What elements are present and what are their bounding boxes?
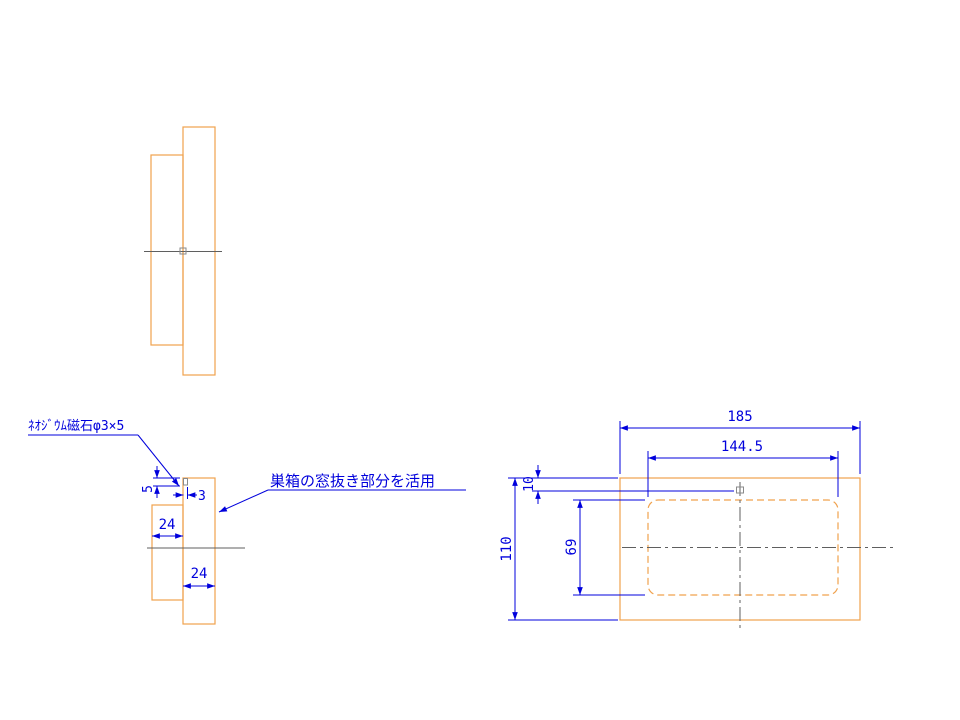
dim-window-width: 144.5 xyxy=(721,439,763,455)
magnet-mark xyxy=(179,247,187,255)
side-view-lower: 5 3 24 24 ﾈｵｼﾞｳﾑ磁石φ3×5 巣箱の窓抜き部分を活用 xyxy=(28,419,466,625)
dim-back-plate-thickness: 24 xyxy=(191,566,208,582)
dim-front-plate-thickness: 24 xyxy=(159,517,176,533)
side-view-upper xyxy=(144,126,222,376)
front-view: 185 144.5 10 110 69 xyxy=(499,409,893,632)
magnet-hole-mark xyxy=(736,486,744,494)
dim-magnet-diameter: 3 xyxy=(198,489,206,504)
dim-overall-height: 110 xyxy=(499,536,515,561)
window-note-label: 巣箱の窓抜き部分を活用 xyxy=(270,472,435,490)
dim-magnet-length: 5 xyxy=(141,485,156,493)
dim-magnet-offset-top: 10 xyxy=(522,476,537,492)
front-plate-outline xyxy=(151,504,184,601)
leader-line xyxy=(137,434,180,487)
plate-outline xyxy=(619,477,861,621)
dim-overall-width: 185 xyxy=(727,409,752,425)
leader-line xyxy=(218,489,269,513)
magnet-note-label: ﾈｵｼﾞｳﾑ磁石φ3×5 xyxy=(28,419,124,434)
front-plate-outline xyxy=(150,154,184,346)
dim-window-height: 69 xyxy=(564,539,580,556)
magnet-outline xyxy=(183,478,188,486)
